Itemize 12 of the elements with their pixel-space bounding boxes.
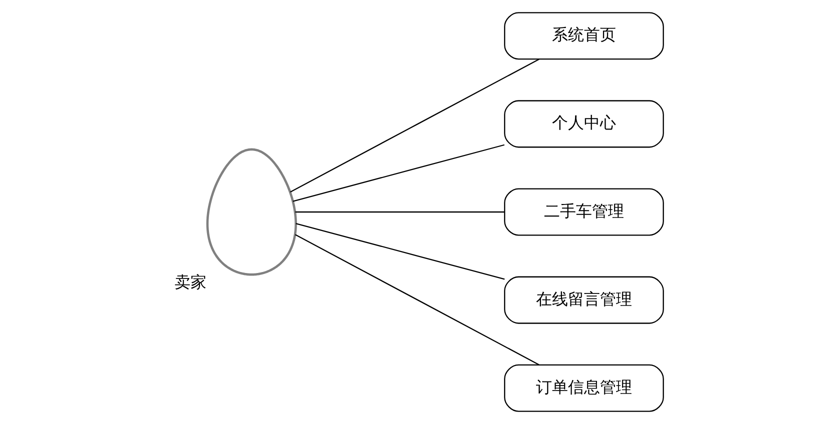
- connector: [290, 58, 539, 192]
- connector: [292, 144, 504, 202]
- node-box: 订单信息管理: [504, 364, 664, 412]
- node-box: 二手车管理: [504, 188, 664, 236]
- node-box: 在线留言管理: [504, 276, 664, 324]
- connector: [295, 222, 504, 280]
- connector: [294, 211, 504, 213]
- node-person: [206, 148, 296, 276]
- node-label: 卖家: [174, 272, 206, 292]
- node-box: 系统首页: [504, 12, 664, 60]
- node-box: 个人中心: [504, 100, 664, 148]
- connector: [294, 234, 539, 366]
